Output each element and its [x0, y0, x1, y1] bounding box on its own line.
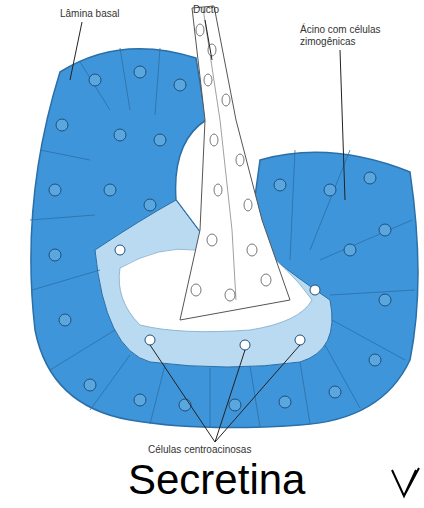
part-label: Células centroacinosas [148, 444, 251, 456]
part-label: Ácino com células zimogênicas [300, 24, 410, 48]
part-label: Ducto [193, 4, 219, 16]
leader-lines [70, 20, 345, 442]
centroacinar-nuclei [115, 245, 320, 350]
nuclei [49, 66, 391, 411]
title-text: Secretina [128, 457, 305, 503]
part-label: Lâmina basal [60, 8, 119, 20]
duct [180, 6, 290, 320]
duct-cells [191, 24, 271, 301]
bullet-symbol [392, 468, 419, 496]
duct-lumen [203, 8, 236, 300]
cell-borders [30, 48, 415, 428]
